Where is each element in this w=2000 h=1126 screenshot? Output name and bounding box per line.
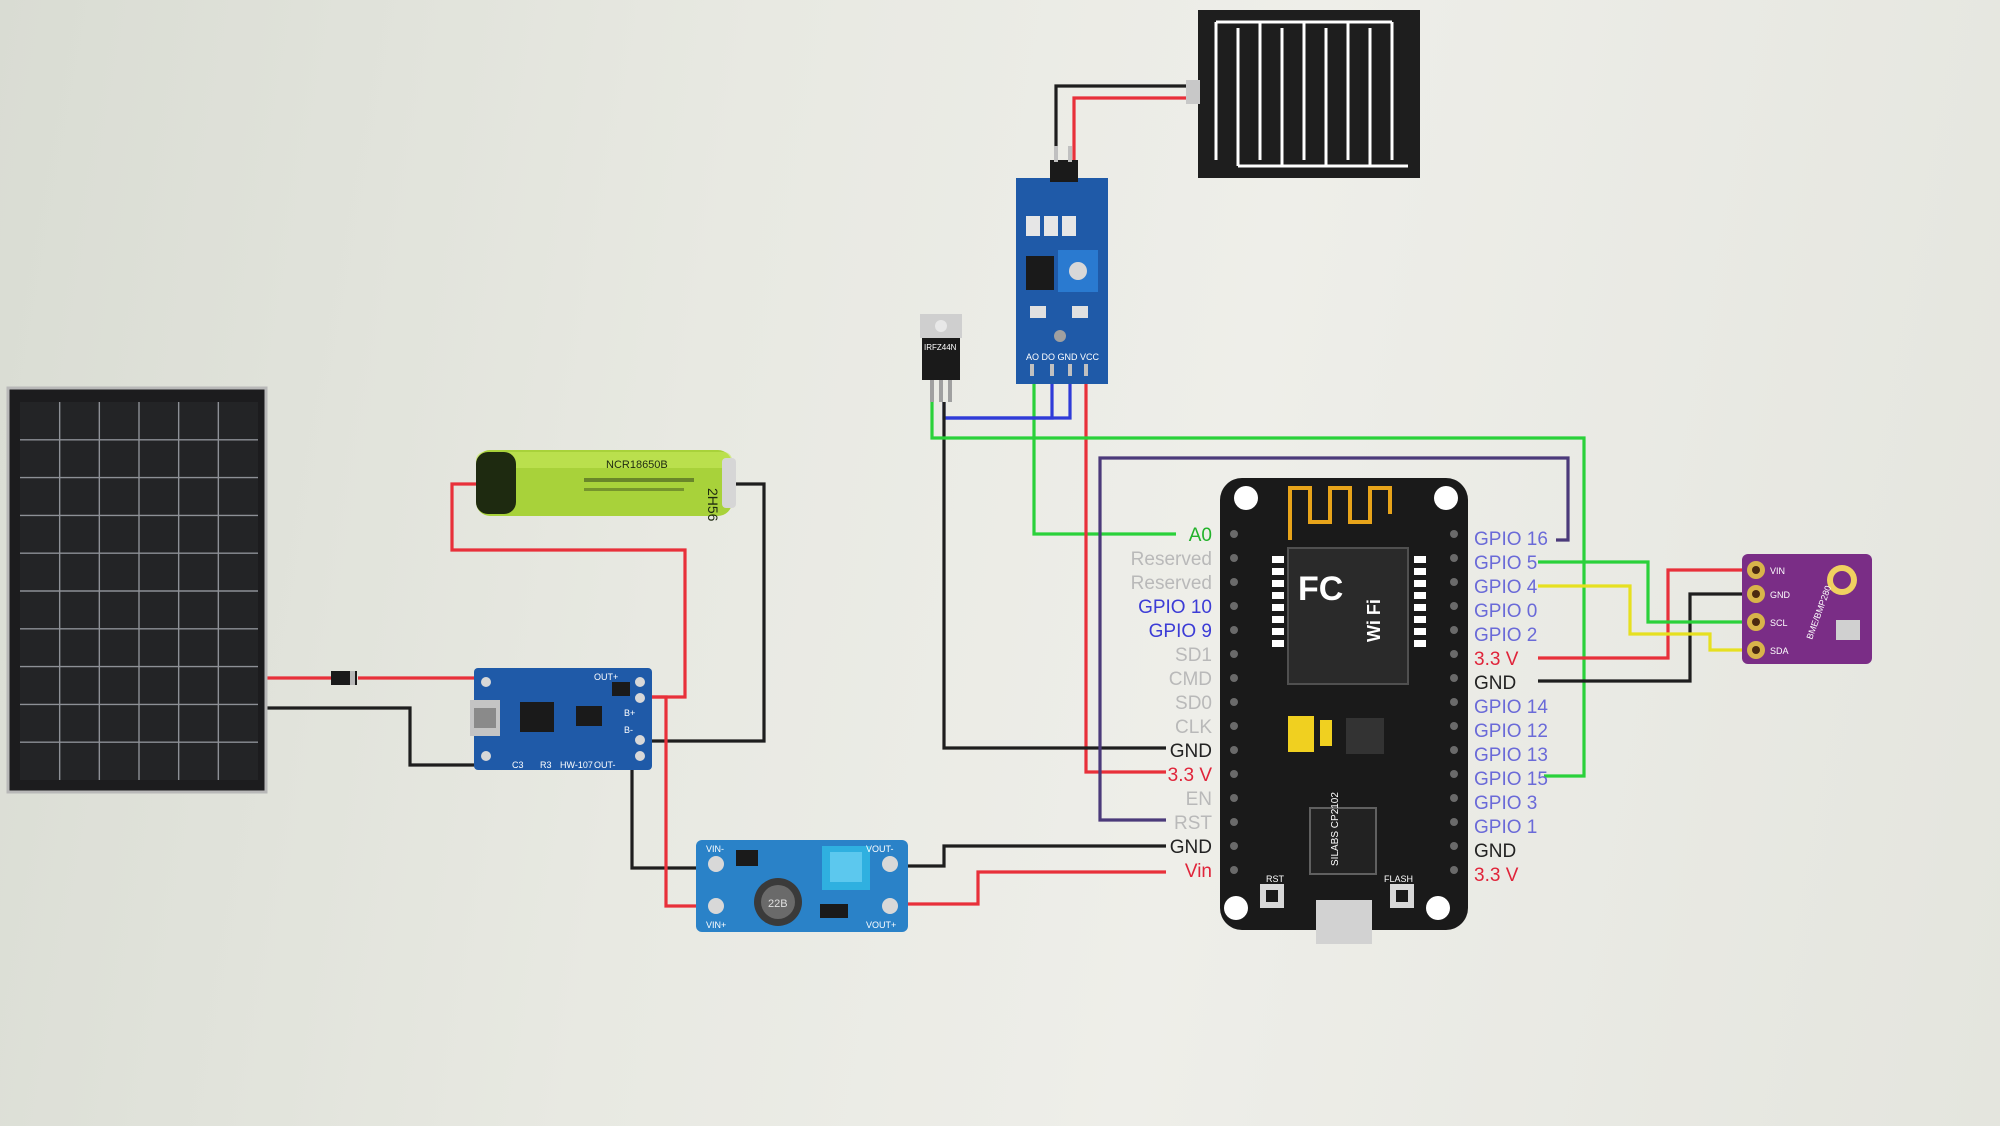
diode [331,671,357,685]
right-pin-label: GPIO 4 [1474,577,1538,598]
wifi-logo: Wi Fi [1364,599,1384,642]
wire-bme-scl [1538,560,1756,624]
right-pin-label: 3.3 V [1474,865,1519,886]
wire-ao [1032,372,1176,536]
left-pin-label: GPIO 9 [1149,621,1212,642]
right-pin-label: GPIO 3 [1474,793,1537,814]
right-pin-label: GPIO 16 [1474,529,1548,550]
right-pin-label: 3.3 V [1474,649,1519,670]
charger-out-plus-label: OUT+ [594,672,618,682]
booster-inductor-label: 22B [768,898,788,910]
wire-charger-out-positive [646,695,712,908]
right-pin-label: GPIO 15 [1474,769,1548,790]
bme-pin-gnd: GND [1770,590,1791,600]
left-pin-label: 3.3 V [1168,765,1213,786]
fc-logo: FC [1298,570,1343,608]
wire-mosfet-green [930,402,1586,778]
right-pin-label: GPIO 14 [1474,697,1548,718]
left-pin-label: CLK [1175,717,1212,738]
wire-booster-vin [890,870,1166,906]
charger-r3-label: R3 [540,760,552,770]
bme280-sensor: VIN GND SCL SDA BME/BMP280 [1742,554,1872,664]
booster-vout-minus-label: VOUT- [866,844,894,854]
battery-label: NCR18650B [606,459,668,471]
left-pin-label: A0 [1189,525,1212,546]
right-pin-label: GPIO 0 [1474,601,1537,622]
booster-vin-plus-label: VIN+ [706,920,726,930]
left-pin-label: SD1 [1175,645,1212,666]
bme-pin-vin: VIN [1770,566,1785,576]
left-pin-label: CMD [1169,669,1212,690]
booster-vin-minus-label: VIN- [706,844,724,854]
cp2102-label: SILABS CP2102 [1330,792,1341,866]
right-pin-label: GPIO 5 [1474,553,1537,574]
nodemcu-right-pin-labels: GPIO 16 GPIO 5 GPIO 4 GPIO 0 GPIO 2 3.3 V GND G… [1474,529,1548,886]
wire-rain-red [1072,96,1192,160]
booster-vout-plus-label: VOUT+ [866,920,896,930]
charger-out-minus-label: OUT- [594,760,616,770]
battery-code: 2H56 [705,488,721,522]
bme-pin-sda: SDA [1770,646,1789,656]
wire-purple [1098,456,1570,822]
wire-battery-negative [640,482,766,743]
left-pin-label: Vin [1185,861,1212,882]
nodemcu-board: FC Wi Fi SILABS CP2102 RST FLASH [1220,478,1468,944]
wire-rain-black [1054,84,1192,160]
left-pin-label: EN [1186,789,1212,810]
left-pin-label: Reserved [1131,573,1212,594]
right-pin-label: GPIO 12 [1474,721,1548,742]
wire-booster-gnd [890,844,1166,868]
left-pin-label: RST [1174,813,1212,834]
right-pin-label: GND [1474,841,1516,862]
right-pin-label: GPIO 1 [1474,817,1537,838]
charger-module: OUT+ B+ B- OUT- HW-107 C3 R3 [470,668,652,770]
wires [265,84,1756,908]
wire-bme-vin [1538,568,1756,660]
wire-charger-out-negative [630,766,712,870]
rst-button-label: RST [1266,874,1285,884]
flash-button-label: FLASH [1384,874,1413,884]
mosfet-label: IRFZ44N [924,343,957,352]
charger-c3-label: C3 [512,760,524,770]
wire-solar-negative [265,706,480,767]
left-pin-label: GPIO 10 [1138,597,1212,618]
rain-module-pins-label: AO DO GND VCC [1026,352,1100,362]
left-pin-label: Reserved [1131,549,1212,570]
wire-module-vcc [1084,372,1166,774]
solar-panel [6,386,268,794]
right-pin-label: GND [1474,673,1516,694]
charger-b-minus-label: B- [624,725,633,735]
right-pin-label: GPIO 2 [1474,625,1537,646]
wire-bme-sda [1538,584,1756,652]
left-pin-label: GND [1170,837,1212,858]
charger-b-plus-label: B+ [624,708,635,718]
left-pin-label: GND [1170,741,1212,762]
right-pin-label: GPIO 13 [1474,745,1548,766]
wire-mosfet-gnd [942,402,1166,750]
boost-converter: 22B VIN- VIN+ VOUT- VOUT+ [696,840,908,932]
left-pin-label: SD0 [1175,693,1212,714]
wire-battery-positive [450,482,687,699]
rain-sensor-plate [1186,10,1420,178]
rain-sensor-module: AO DO GND VCC [1016,146,1108,384]
charger-model-label: HW-107 [560,760,593,770]
battery: NCR18650B 2H56 [476,450,736,522]
bme-pin-scl: SCL [1770,618,1788,628]
wire-bme-gnd [1538,592,1756,683]
mosfet: IRFZ44N [920,314,962,402]
